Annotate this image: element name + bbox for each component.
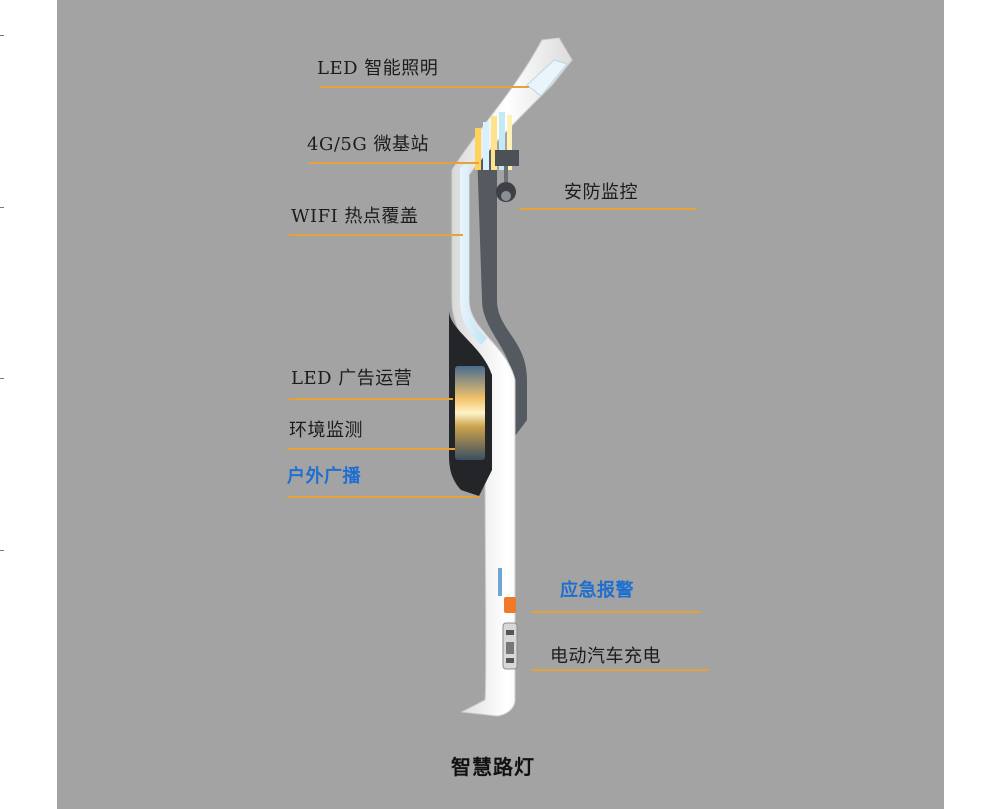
brand-strip bbox=[498, 568, 502, 596]
leader-line bbox=[287, 448, 455, 450]
leader-line bbox=[319, 86, 529, 88]
pole-dark-side bbox=[477, 150, 527, 440]
edge-tick bbox=[0, 207, 4, 208]
label-broadcast: 户外广播 bbox=[287, 466, 361, 487]
label-led-lighting: LED 智能照明 bbox=[317, 58, 439, 79]
edge-tick bbox=[0, 550, 4, 551]
label-security: 安防监控 bbox=[564, 182, 638, 203]
leader-line bbox=[531, 669, 709, 671]
leader-line bbox=[309, 162, 479, 164]
smart-pole-illustration bbox=[449, 37, 573, 717]
leader-line bbox=[287, 496, 479, 498]
glass-panel bbox=[460, 160, 487, 345]
leader-line bbox=[519, 208, 697, 210]
lamp-head bbox=[526, 59, 568, 97]
camera-arm bbox=[495, 150, 519, 166]
ad-screen bbox=[455, 366, 485, 460]
label-emergency: 应急报警 bbox=[560, 580, 634, 601]
label-env-monitor: 环境监测 bbox=[289, 420, 363, 441]
label-led-ads: LED 广告运营 bbox=[291, 368, 413, 389]
label-ev-charging: 电动汽车充电 bbox=[550, 646, 661, 667]
diagram-canvas: LED 智能照明 4G/5G 微基站 WIFI 热点覆盖 LED 广告运营 环境… bbox=[57, 0, 944, 809]
edge-tick bbox=[0, 35, 4, 36]
light-bars bbox=[475, 112, 512, 170]
leader-line bbox=[289, 398, 453, 400]
leader-line bbox=[289, 234, 463, 236]
emergency-button bbox=[504, 597, 516, 613]
leader-line bbox=[531, 611, 701, 613]
edge-tick bbox=[0, 378, 4, 379]
diagram-caption: 智慧路灯 bbox=[451, 755, 535, 779]
label-wifi: WIFI 热点覆盖 bbox=[291, 206, 419, 227]
label-micro-station: 4G/5G 微基站 bbox=[307, 134, 429, 155]
